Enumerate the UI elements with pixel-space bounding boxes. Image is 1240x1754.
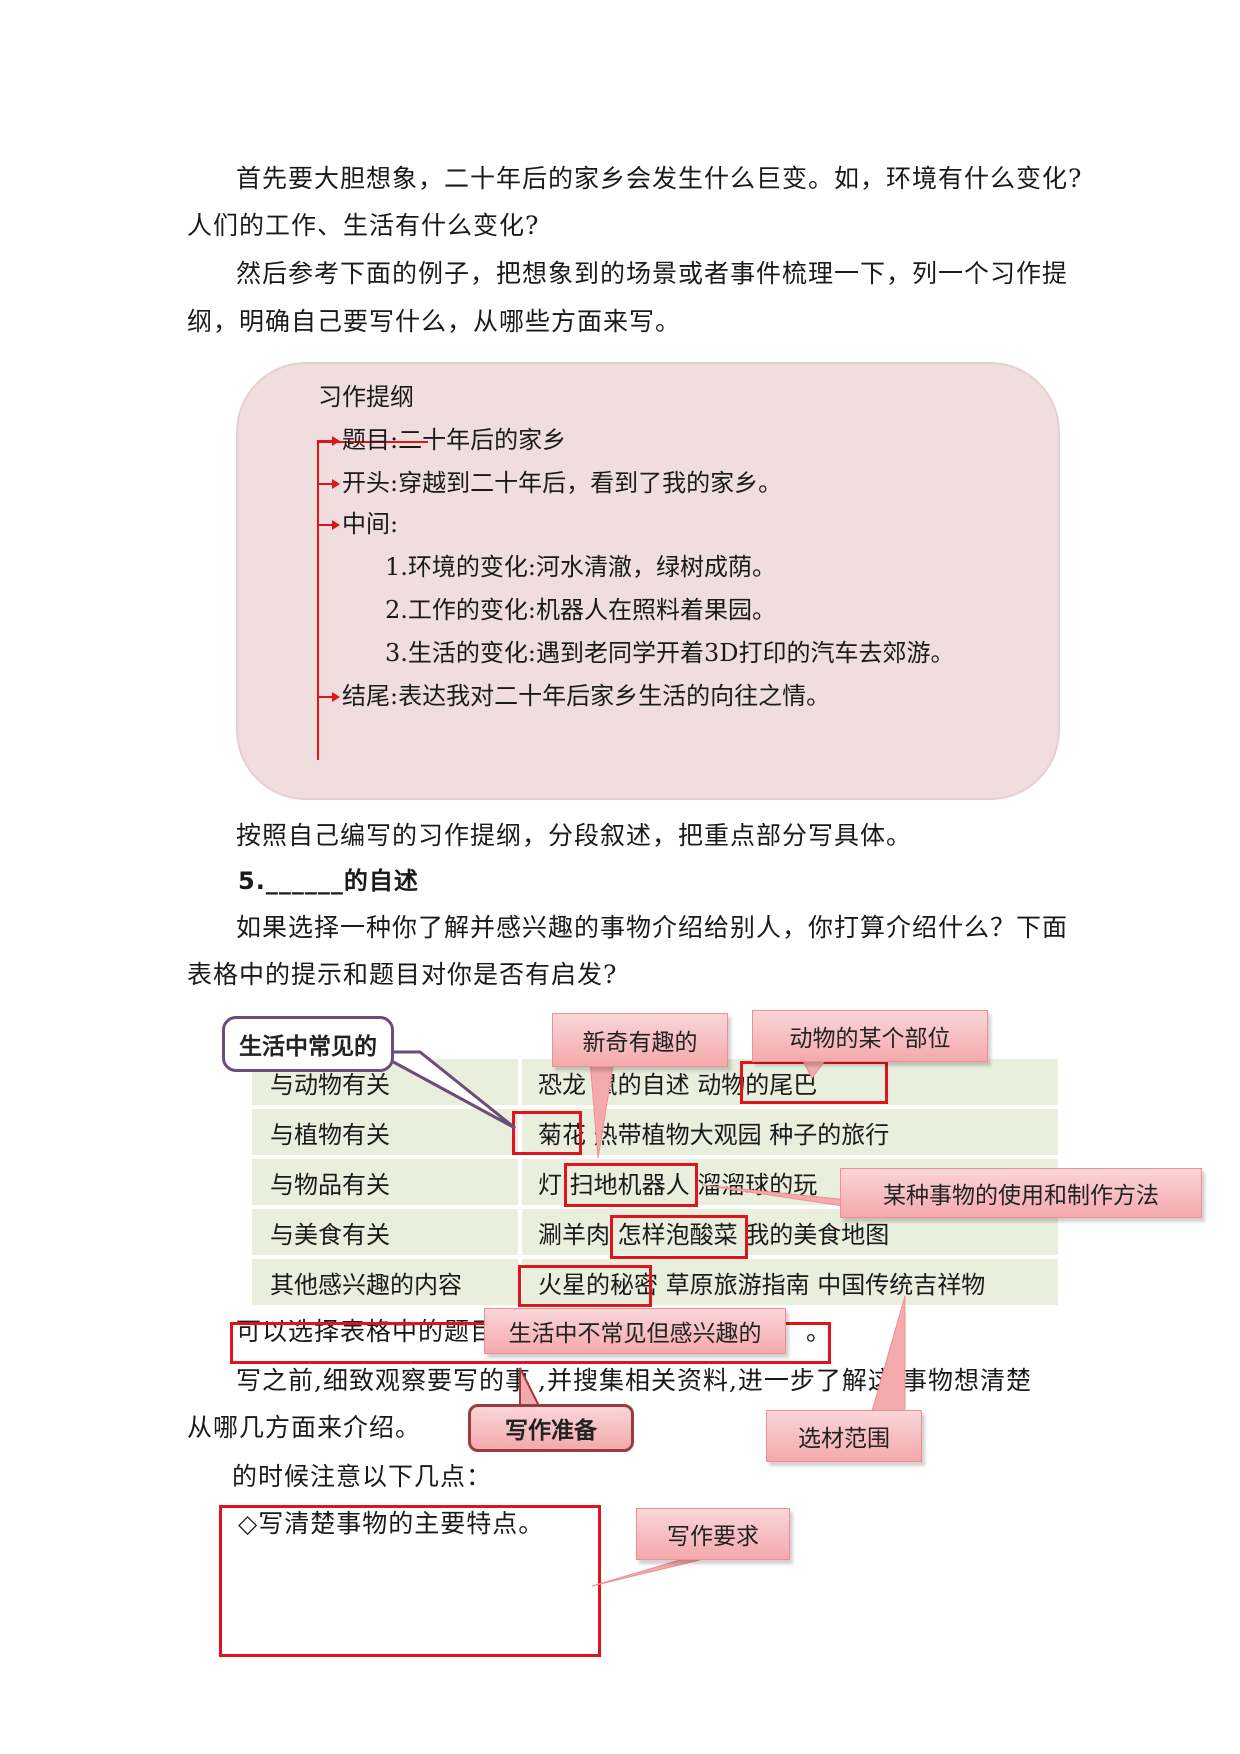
arrow-ending-icon	[332, 692, 340, 702]
intro-line-1: 首先要大胆想象，二十年后的家乡会发生什么巨变。如，环境有什么变化?	[236, 164, 1083, 193]
arrow-stem-ending	[319, 696, 333, 698]
lower-line-3: 从哪几方面来介绍。	[187, 1413, 422, 1442]
lower-line-2c: 事物想清楚	[902, 1366, 1033, 1395]
outline-topic: 题目:二十年后的家乡	[342, 426, 567, 454]
table-row: 与植物有关 菊花 热带植物大观园 种子的旅行	[252, 1109, 1058, 1155]
callout-usage: 某种事物的使用和制作方法	[840, 1168, 1202, 1218]
table-items: 菊花 热带植物大观园 种子的旅行	[522, 1109, 1058, 1155]
lower-line-2b: ,并搜集相关资料,进一步了解这	[538, 1366, 894, 1395]
arrow-middle-icon	[332, 520, 340, 530]
outline-opening: 开头:穿越到二十年后，看到了我的家乡。	[342, 469, 783, 497]
highlight-sweeping-robot	[564, 1163, 698, 1207]
lower-line-2a: 写之前,细致观察要写的事	[236, 1366, 531, 1395]
lower-line-1: 可以选择表格中的题目,	[236, 1317, 505, 1346]
table-row: 其他感兴趣的内容 火星的秘密 草原旅游指南 中国传统吉祥物	[252, 1259, 1058, 1305]
outline-title: 习作提纲	[318, 383, 414, 411]
intro-line-4: 纲，明确自己要写什么，从哪些方面来写。	[187, 307, 682, 336]
arrow-stem-middle	[319, 524, 333, 526]
outline-bracket-line	[317, 440, 319, 760]
section-5-para-2: 表格中的提示和题目对你是否有启发?	[187, 960, 618, 989]
highlight-mars-secret	[518, 1265, 652, 1307]
table-category: 与植物有关	[252, 1109, 522, 1155]
lower-line-5: ◇写清楚事物的主要特点。	[238, 1509, 545, 1538]
lower-line-1-end: 。	[806, 1317, 833, 1346]
arrow-stem-topic	[319, 440, 333, 442]
callout-scope: 选材范围	[766, 1410, 922, 1462]
outline-middle: 中间:	[342, 510, 399, 538]
outline-box	[236, 362, 1060, 800]
after-outline-text: 按照自己编写的习作提纲，分段叙述，把重点部分写具体。	[236, 821, 913, 850]
section-5-heading: 5.______的自述	[238, 867, 419, 895]
table-category: 与美食有关	[252, 1209, 522, 1255]
intro-line-2: 人们的工作、生活有什么变化?	[187, 211, 540, 240]
outline-item-3: 3.生活的变化:遇到老同学开着3D打印的汽车去郊游。	[385, 639, 955, 667]
arrow-opening-icon	[332, 479, 340, 489]
highlight-animal-tail	[740, 1061, 888, 1104]
callout-novel: 新奇有趣的	[552, 1013, 728, 1067]
callout-requirements: 写作要求	[636, 1508, 790, 1560]
outline-ending: 结尾:表达我对二十年后家乡生活的向往之情。	[342, 682, 831, 710]
outline-topic-connector	[318, 441, 428, 443]
callout-animal-part: 动物的某个部位	[752, 1010, 988, 1062]
highlight-pickled-cabbage	[610, 1215, 748, 1259]
highlight-requirements-box	[219, 1505, 601, 1657]
section-5-para-1: 如果选择一种你了解并感兴趣的事物介绍给别人，你打算介绍什么？下面	[236, 913, 1069, 942]
table-category: 与物品有关	[252, 1159, 522, 1205]
table-category: 其他感兴趣的内容	[252, 1259, 522, 1305]
callout-common: 生活中常见的	[222, 1016, 394, 1072]
arrow-topic-icon	[332, 436, 340, 446]
arrow-stem-opening	[319, 483, 333, 485]
intro-line-3: 然后参考下面的例子，把想象到的场景或者事件梳理一下，列一个习作提	[236, 259, 1069, 288]
tail-requirements	[591, 1559, 701, 1587]
callout-preparation: 写作准备	[468, 1404, 634, 1452]
outline-item-2: 2.工作的变化:机器人在照料着果园。	[385, 596, 776, 624]
tail-scope	[869, 1295, 906, 1419]
outline-item-1: 1.环境的变化:河水清澈，绿树成荫。	[385, 553, 776, 581]
callout-uncommon: 生活中不常见但感兴趣的	[484, 1308, 786, 1354]
highlight-chrysanthemum	[512, 1111, 582, 1155]
lower-line-4: 的时候注意以下几点：	[232, 1462, 493, 1491]
